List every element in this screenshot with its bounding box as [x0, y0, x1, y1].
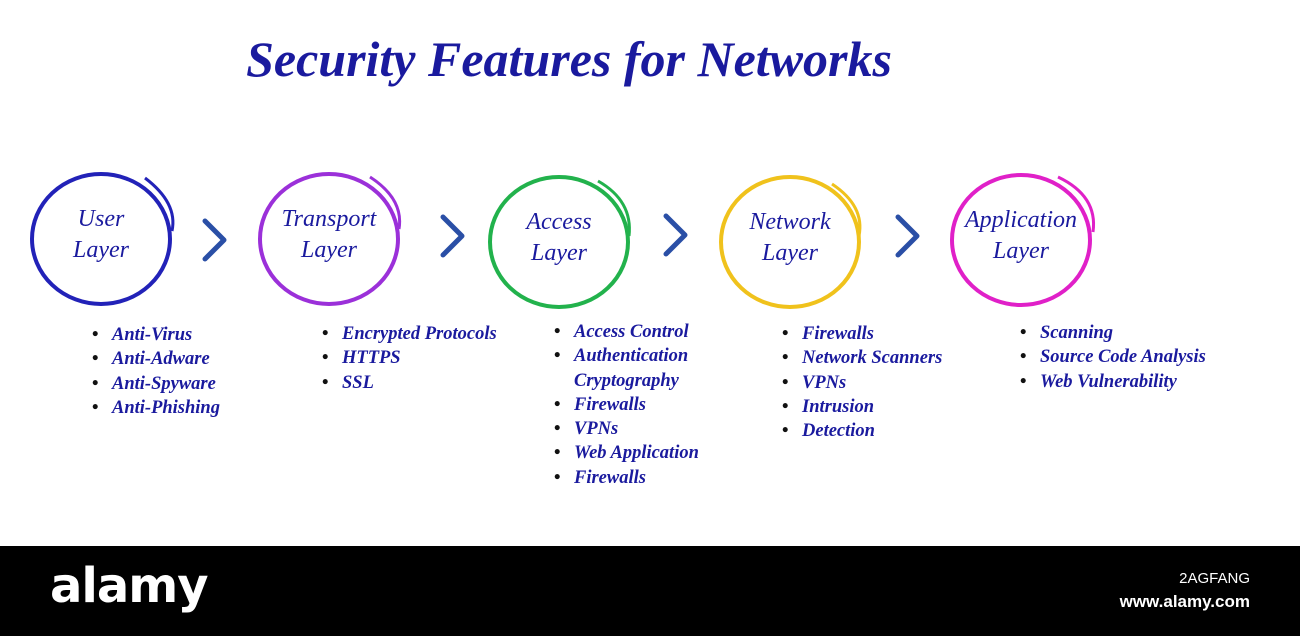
access-layer-label-line1: Access [526, 209, 592, 235]
watermark-footer: alamy 2AGFANG www.alamy.com [0, 546, 1300, 636]
user-layer-label: User Layer [10, 204, 192, 266]
network-layer-label-line1: Network [749, 209, 831, 235]
network-layer-ring [719, 175, 862, 309]
application-layer-label-line1: Application [965, 207, 1077, 233]
list-item: Firewalls [554, 393, 699, 418]
chevron-right-icon [895, 214, 920, 258]
chevron-right-icon [440, 214, 465, 258]
user-layer-items: Anti-Virus Anti-Adware Anti-Spyware Anti… [92, 323, 220, 420]
transport-layer-label-line2: Layer [301, 237, 357, 263]
access-layer-ring [488, 175, 631, 309]
network-layer-label: Network Layer [699, 207, 881, 269]
list-item: VPNs [782, 371, 942, 396]
list-item: Encrypted Protocols [322, 322, 497, 347]
list-item: Source Code Analysis [1020, 345, 1206, 370]
list-item: Intrusion [782, 395, 942, 420]
list-item: Scanning [1020, 321, 1206, 346]
list-item: Web Application [554, 441, 699, 466]
list-item: Authentication [554, 344, 699, 369]
transport-layer-label: Transport Layer [238, 204, 420, 266]
chevron-right-icon [202, 218, 227, 262]
chevron-right-icon [663, 213, 688, 257]
user-layer-ring [30, 172, 175, 306]
access-layer-label-line2: Layer [531, 240, 587, 266]
list-item: Detection [782, 419, 942, 444]
user-layer-label-line1: User [77, 206, 125, 232]
list-item: Firewalls [554, 466, 699, 491]
list-item: Anti-Spyware [92, 372, 220, 397]
list-item: Cryptography [574, 370, 679, 391]
access-layer-label: Access Layer [468, 207, 650, 269]
list-item: Web Vulnerability [1020, 370, 1206, 395]
access-layer-circle: Access Layer [488, 175, 631, 309]
list-item: Firewalls [782, 322, 942, 347]
network-layer-items: Firewalls Network Scanners VPNs Intrusio… [782, 322, 942, 444]
diagram-title: Security Features for Networks [246, 31, 892, 87]
application-layer-label: Application Layer [930, 205, 1112, 267]
application-layer-ring [950, 173, 1096, 307]
user-layer-label-line2: Layer [73, 237, 129, 263]
access-layer-items: Access Control Authentication Cryptograp… [554, 320, 699, 490]
transport-layer-circle: Transport Layer [258, 172, 402, 306]
application-layer-items: Scanning Source Code Analysis Web Vulner… [1020, 321, 1206, 394]
alamy-logo: alamy [50, 558, 209, 614]
list-item: Anti-Adware [92, 347, 220, 372]
application-layer-label-line2: Layer [993, 238, 1049, 264]
list-item: VPNs [554, 417, 699, 442]
network-layer-label-line2: Layer [762, 240, 818, 266]
transport-layer-label-line1: Transport [281, 206, 377, 232]
site-url: www.alamy.com [1119, 592, 1250, 611]
list-item: Anti-Virus [92, 323, 220, 348]
transport-layer-ring [258, 172, 402, 306]
network-layer-circle: Network Layer [719, 175, 862, 309]
image-id: 2AGFANG [1179, 570, 1250, 587]
list-item: Anti-Phishing [92, 396, 220, 421]
list-item: SSL [322, 371, 497, 396]
list-item: HTTPS [322, 346, 497, 371]
list-item: Access Control [554, 320, 699, 345]
transport-layer-items: Encrypted Protocols HTTPS SSL [322, 322, 497, 395]
application-layer-circle: Application Layer [950, 173, 1096, 307]
user-layer-circle: User Layer [30, 172, 175, 306]
list-item: Network Scanners [782, 346, 942, 371]
